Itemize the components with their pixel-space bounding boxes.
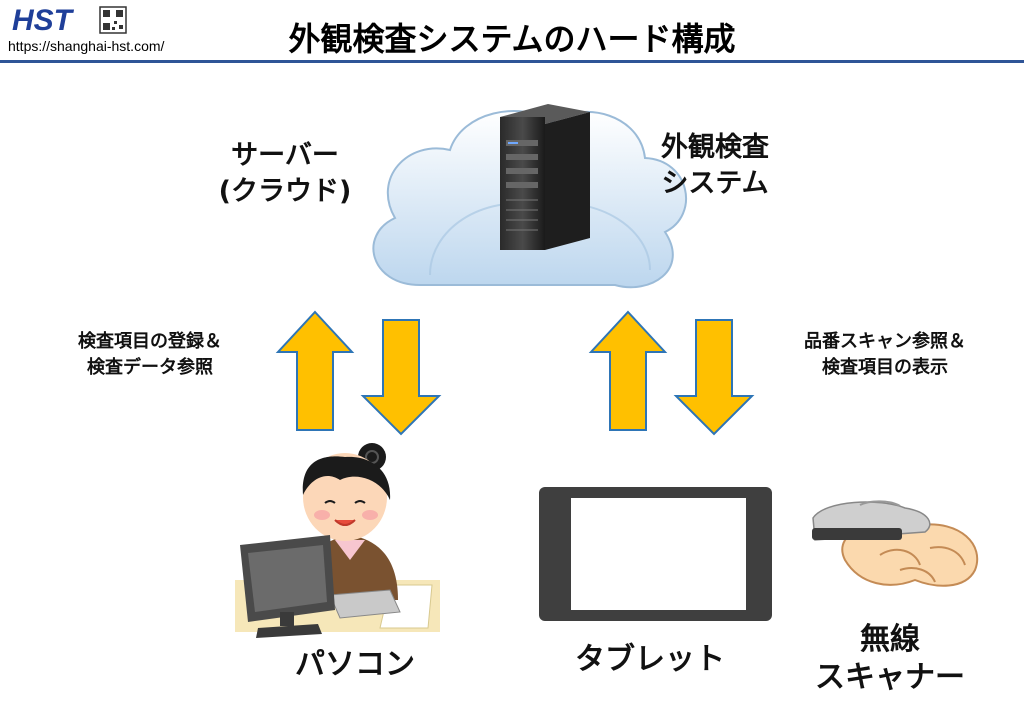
header-divider	[0, 60, 1024, 63]
server-label: サーバー	[231, 140, 339, 171]
page-title: 外観検査システムのハード構成	[288, 20, 736, 58]
left-arrow-down-icon	[360, 319, 442, 436]
system-label: 外観検査	[661, 132, 769, 163]
pc-label: パソコン	[295, 647, 415, 682]
site-url[interactable]: https://shanghai-hst.com/	[8, 38, 165, 54]
scanner-label: 無線	[860, 622, 920, 657]
right-note-line2: 検査項目の表示	[822, 357, 948, 378]
system-sublabel: システム	[661, 168, 769, 199]
left-note-line1: 検査項目の登録＆	[78, 331, 222, 352]
tablet-icon	[539, 487, 772, 621]
left-arrow-up-icon	[275, 310, 355, 431]
logo-text: HST	[12, 4, 75, 36]
server-tower-icon	[500, 104, 590, 250]
tablet-label: タブレット	[575, 642, 725, 677]
hst-logo: HST	[12, 4, 127, 36]
scanner-sublabel: スキャナー	[815, 660, 965, 695]
right-arrow-up-icon	[588, 310, 668, 431]
server-sublabel: (クラウド)	[218, 176, 352, 207]
person-with-pc-icon	[235, 443, 440, 638]
barcode-scanner-icon	[812, 500, 979, 587]
left-note-line2: 検査データ参照	[87, 357, 213, 378]
right-arrow-down-icon	[673, 319, 755, 436]
right-note-line1: 品番スキャン参照＆	[804, 331, 966, 352]
